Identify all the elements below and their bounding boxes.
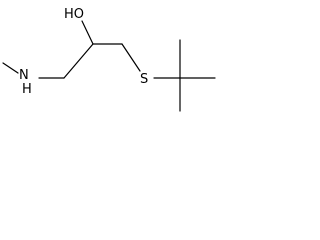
bond-ch-oh: [81, 20, 94, 45]
bond-ch2-choh: [63, 43, 94, 79]
bond-ch2-s: [121, 43, 141, 72]
hydroxyl-label: HO: [64, 7, 84, 22]
amine-n-label: N: [19, 68, 29, 83]
amine-h-label: H: [22, 82, 32, 97]
sulfur-label: S: [140, 72, 148, 87]
bond-methyl-n: [2, 62, 19, 74]
skeletal-formula: HO N H S: [2, 7, 216, 112]
